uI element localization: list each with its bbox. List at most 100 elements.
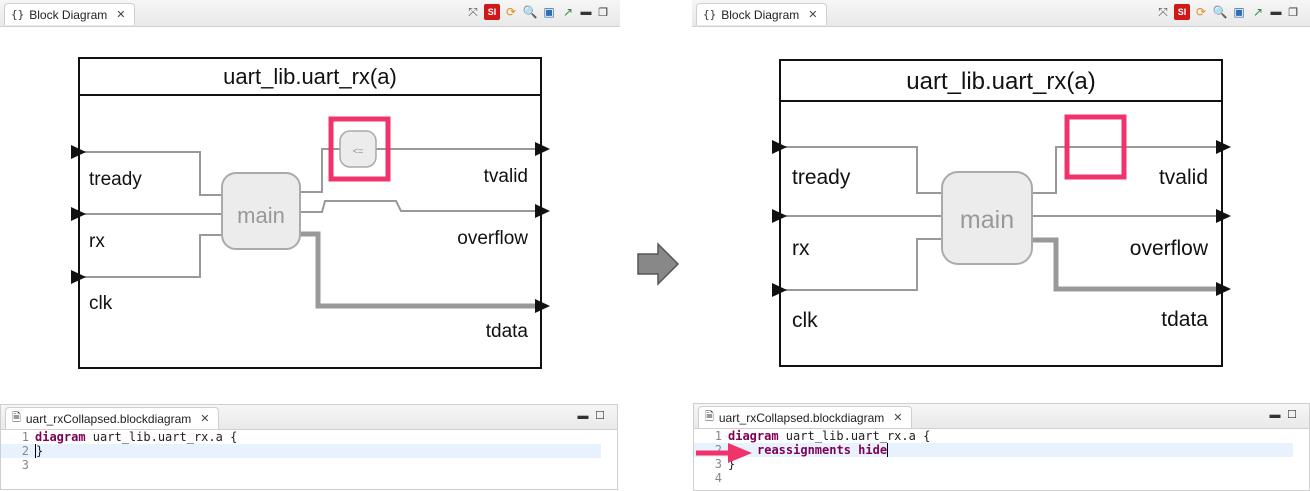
right-arrow-icon <box>637 242 680 286</box>
main-process-label: main <box>237 203 285 228</box>
right-editor-tab[interactable]: 🗎 uart_rxCollapsed.blockdiagram ✕ <box>698 406 912 428</box>
left-code-area[interactable]: 1 diagram uart_lib.uart_rx.a { 2 } 3 <box>1 430 617 489</box>
main-process-node[interactable] <box>941 171 1033 265</box>
maximize-icon[interactable]: ☐ <box>1287 409 1297 421</box>
wire-tdata-bus <box>1032 237 1222 292</box>
code-line: 4 <box>694 471 1309 485</box>
code-line: 3 <box>1 458 617 472</box>
close-icon[interactable]: ✕ <box>808 9 818 21</box>
port-tready <box>772 140 787 154</box>
transition-arrow <box>637 242 680 286</box>
wire-clk <box>780 238 942 291</box>
export-icon[interactable]: ↗ <box>1252 5 1264 19</box>
diagram-icon: {} <box>703 8 717 21</box>
port-tdata <box>535 299 550 313</box>
right-diagram-canvas: uart_lib.uart_rx(a) tready rx cl <box>692 27 1310 400</box>
code-text: uart_lib.uart_rx.a { <box>85 430 238 444</box>
restore-icon[interactable]: ❐ <box>1288 6 1298 19</box>
maximize-icon[interactable]: ☐ <box>595 410 605 422</box>
left-diagram-tabbar: {} Block Diagram ✕ ⤧ SI ⟳ 🔍 ▣ ↗ ▬ ❐ <box>0 0 620 27</box>
left-editor-tab[interactable]: 🗎 uart_rxCollapsed.blockdiagram ✕ <box>5 407 219 429</box>
line-number: 3 <box>21 458 29 472</box>
port-clk <box>772 283 787 297</box>
port-tready <box>71 145 86 159</box>
zoom-icon[interactable]: 🔍 <box>522 5 538 19</box>
code-line: 1 diagram uart_lib.uart_rx.a { <box>1 430 617 444</box>
input-label-clk: clk <box>89 293 113 314</box>
line-number: 2 <box>714 443 722 457</box>
code-keyword: diagram <box>728 429 779 443</box>
left-block-diagram-tab[interactable]: {} Block Diagram ✕ <box>4 3 135 25</box>
code-line-current: 2 reassignments hide <box>694 443 1293 457</box>
ports <box>71 142 550 313</box>
right-code-area[interactable]: 1 diagram uart_lib.uart_rx.a { 2 reassig… <box>694 429 1309 490</box>
arrange-icon[interactable]: ⤧ <box>1158 5 1168 19</box>
wire-tready <box>780 146 942 194</box>
output-label-tdata: tdata <box>1161 308 1208 331</box>
close-icon[interactable]: ✕ <box>200 413 210 425</box>
assignment-node[interactable] <box>339 130 377 168</box>
block-title: uart_lib.uart_rx(a) <box>906 68 1095 95</box>
input-label-tready: tready <box>89 169 142 190</box>
minimize-icon[interactable]: ▬ <box>1270 6 1282 18</box>
left-diagram-canvas: uart_lib.uart_rx(a) <box>0 27 620 400</box>
highlight-box <box>1064 114 1127 180</box>
pointer-arrow-icon <box>728 443 752 463</box>
minimize-icon[interactable]: ▬ <box>1269 408 1281 421</box>
left-editor-window-controls: ▬ ☐ <box>576 409 607 423</box>
zoom-icon[interactable]: 🔍 <box>1212 5 1228 19</box>
line-number: 1 <box>21 430 29 444</box>
right-editor-window-controls: ▬ ☐ <box>1268 408 1299 422</box>
wire-tready <box>79 151 222 196</box>
main-process-node[interactable] <box>221 172 301 250</box>
block-title: uart_lib.uart_rx(a) <box>223 64 397 89</box>
save-icon[interactable]: ▣ <box>543 5 555 19</box>
port-tvalid <box>535 142 550 156</box>
output-label-tdata: tdata <box>486 321 529 342</box>
minimize-icon[interactable]: ▬ <box>580 6 592 18</box>
pointer-arrow <box>696 443 752 463</box>
left-diagram-view: {} Block Diagram ✕ ⤧ SI ⟳ 🔍 ▣ ↗ ▬ ❐ uart… <box>0 0 620 400</box>
wires <box>780 146 1222 291</box>
si-icon[interactable]: SI <box>484 4 500 20</box>
code-keyword: diagram <box>35 430 86 444</box>
output-label-overflow: overflow <box>457 228 528 249</box>
highlight-box <box>328 116 391 182</box>
code-text: uart_lib.uart_rx.a { <box>778 429 931 443</box>
right-block-diagram-tab[interactable]: {} Block Diagram ✕ <box>696 3 827 25</box>
code-keyword: reassignments hide <box>757 443 889 457</box>
output-label-overflow: overflow <box>1130 237 1209 260</box>
wire-tdata-bus <box>300 231 541 309</box>
line-number: 1 <box>714 429 722 443</box>
save-icon[interactable]: ▣ <box>1233 5 1245 19</box>
right-diagram-tabbar: {} Block Diagram ✕ ⤧ SI ⟳ 🔍 ▣ ↗ ▬ ❐ <box>692 0 1310 27</box>
sync-icon[interactable]: ⟳ <box>505 5 517 19</box>
left-block-diagram-tab-label: Block Diagram <box>29 7 108 22</box>
code-line: 1 diagram uart_lib.uart_rx.a { <box>694 429 1309 443</box>
input-label-tready: tready <box>792 166 851 189</box>
input-label-rx: rx <box>792 237 810 260</box>
diagram-icon: {} <box>11 8 25 21</box>
input-label-clk: clk <box>792 309 818 332</box>
assignment-node-label: <= <box>353 146 364 156</box>
wires <box>79 148 541 278</box>
ports <box>772 140 1231 297</box>
export-icon[interactable]: ↗ <box>562 5 574 19</box>
port-overflow <box>1216 209 1231 223</box>
wire-clk <box>79 234 222 278</box>
code-text: } <box>728 457 736 471</box>
file-icon: 🗎 <box>12 411 21 424</box>
code-text: } <box>35 444 44 458</box>
wire-tvalid <box>1032 146 1222 194</box>
minimize-icon[interactable]: ▬ <box>577 409 589 422</box>
close-icon[interactable]: ✕ <box>893 412 903 424</box>
arrange-icon[interactable]: ⤧ <box>468 5 478 19</box>
right-editor-tabbar: 🗎 uart_rxCollapsed.blockdiagram ✕ ▬ ☐ <box>694 404 1309 429</box>
port-tvalid <box>1216 140 1231 154</box>
sync-icon[interactable]: ⟳ <box>1195 5 1207 19</box>
close-icon[interactable]: ✕ <box>116 9 126 21</box>
restore-icon[interactable]: ❐ <box>598 6 608 19</box>
line-number: 3 <box>714 457 722 471</box>
left-block-diagram: uart_lib.uart_rx(a) <box>71 57 550 369</box>
si-icon[interactable]: SI <box>1174 4 1190 20</box>
